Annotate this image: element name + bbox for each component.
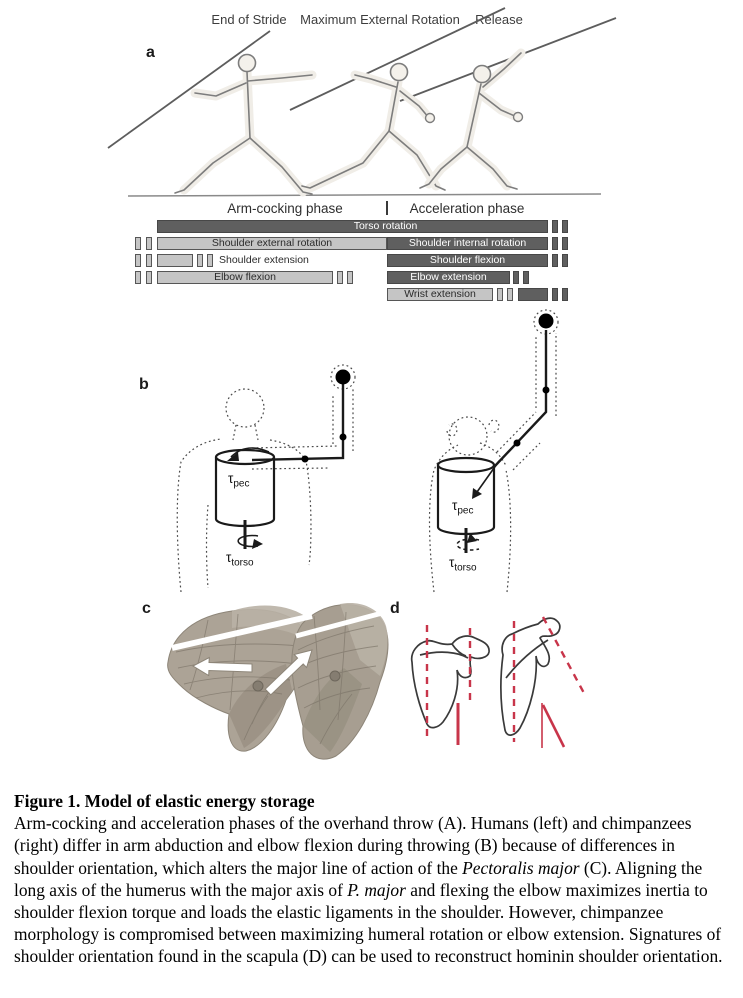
clavicle-gap [295, 609, 387, 639]
thrower-figure-end-of-stride [174, 53, 317, 197]
caption-title: Figure 1. Model of elastic energy storag… [14, 791, 315, 811]
phase-tick [207, 254, 213, 267]
head [237, 53, 257, 73]
figure-caption: Figure 1. Model of elastic energy storag… [14, 790, 732, 968]
chimp-scapula-outline [500, 617, 561, 736]
tau-pec-label-chimp: τpec [452, 498, 474, 517]
chimp-dotted-outline [428, 309, 559, 593]
line-of-action-arrow-left [191, 656, 253, 677]
chimp-torso-cylinder [436, 456, 496, 536]
human-dotted-outline [176, 364, 356, 593]
caption-body: Arm-cocking and acceleration phases of t… [14, 813, 723, 967]
chimp-arm-linkage [493, 313, 554, 468]
pectoralis-illustration [167, 602, 389, 760]
phase-tick [552, 220, 558, 233]
bar-wrist-extension-late-segment [518, 288, 548, 301]
panel-b-letter: b [139, 376, 149, 393]
bar-shoulder-external-rotation: Shoulder external rotation [157, 237, 387, 250]
pose-label-max-external-rotation: Maximum External Rotation [300, 12, 460, 27]
bar-shoulder-internal-rotation: Shoulder internal rotation [387, 237, 548, 250]
phase-tick [552, 237, 558, 250]
phase-tick [523, 271, 529, 284]
bar-torso-rotation: Torso rotation [157, 220, 548, 233]
chimp-pec-torque-arrow [472, 460, 500, 499]
bar-elbow-extension: Elbow extension [387, 271, 510, 284]
torque-model-illustration [176, 309, 559, 593]
tau-torso-label-chimp: τtorso [449, 555, 477, 574]
panel-d-letter: d [390, 600, 400, 617]
head [389, 62, 409, 82]
phase-tick [146, 254, 152, 267]
bar-shoulder-flexion: Shoulder flexion [387, 254, 548, 267]
chimp-torso-torque [456, 528, 480, 553]
line-of-action-arrow-right [264, 649, 313, 696]
phase-tick [552, 288, 558, 301]
projectile-ball [538, 313, 554, 329]
thrower-figure-release [419, 48, 526, 191]
pose-label-end-of-stride: End of Stride [211, 12, 287, 27]
throw-phase-chart: Arm-cocking phase Acceleration phase Tor… [0, 200, 743, 308]
phase-tick [562, 288, 568, 301]
label-shoulder-extension: Shoulder extension [219, 254, 309, 266]
phase-tick [197, 254, 203, 267]
bar-elbow-flexion: Elbow flexion [157, 271, 333, 284]
phase-tick [513, 271, 519, 284]
fist [512, 111, 524, 123]
human-pec-torque-arrow [227, 447, 270, 461]
phase-tick [347, 271, 353, 284]
scapula-axis-lines [425, 616, 587, 748]
panel-a-letter: a [146, 44, 155, 61]
phase-tick [337, 271, 343, 284]
phase-tick [146, 271, 152, 284]
human-torso-torque [237, 520, 263, 549]
pectoralis-chimp-like [291, 602, 389, 760]
phase-tick [562, 220, 568, 233]
fist [424, 112, 436, 124]
projectile-ball [335, 369, 351, 385]
head [472, 64, 492, 84]
phase-header-arm-cocking: Arm-cocking phase [227, 201, 343, 216]
phase-divider [386, 201, 388, 215]
tau-torso-label-human: τtorso [226, 550, 254, 569]
phase-tick [562, 237, 568, 250]
bar-shoulder-extension-segment [157, 254, 193, 267]
human-scapula-outline [410, 635, 490, 729]
phase-tick [552, 254, 558, 267]
human-arm-linkage [251, 369, 351, 463]
phase-tick [562, 254, 568, 267]
ground-line [127, 193, 602, 197]
thrower-figure-max-external-rotation [301, 62, 446, 193]
throwing-sequence-illustration [107, 7, 617, 197]
clavicle-gap [171, 613, 313, 651]
scapula-illustration [410, 616, 587, 748]
phase-tick [497, 288, 503, 301]
phase-tick [135, 271, 141, 284]
tau-pec-label-human: τpec [228, 471, 250, 490]
phase-tick [135, 237, 141, 250]
phase-tick [507, 288, 513, 301]
bar-wrist-extension: Wrist extension [387, 288, 493, 301]
phase-header-acceleration: Acceleration phase [409, 201, 525, 216]
phase-tick [135, 254, 141, 267]
phase-tick [146, 237, 152, 250]
panel-c-letter: c [142, 600, 151, 617]
